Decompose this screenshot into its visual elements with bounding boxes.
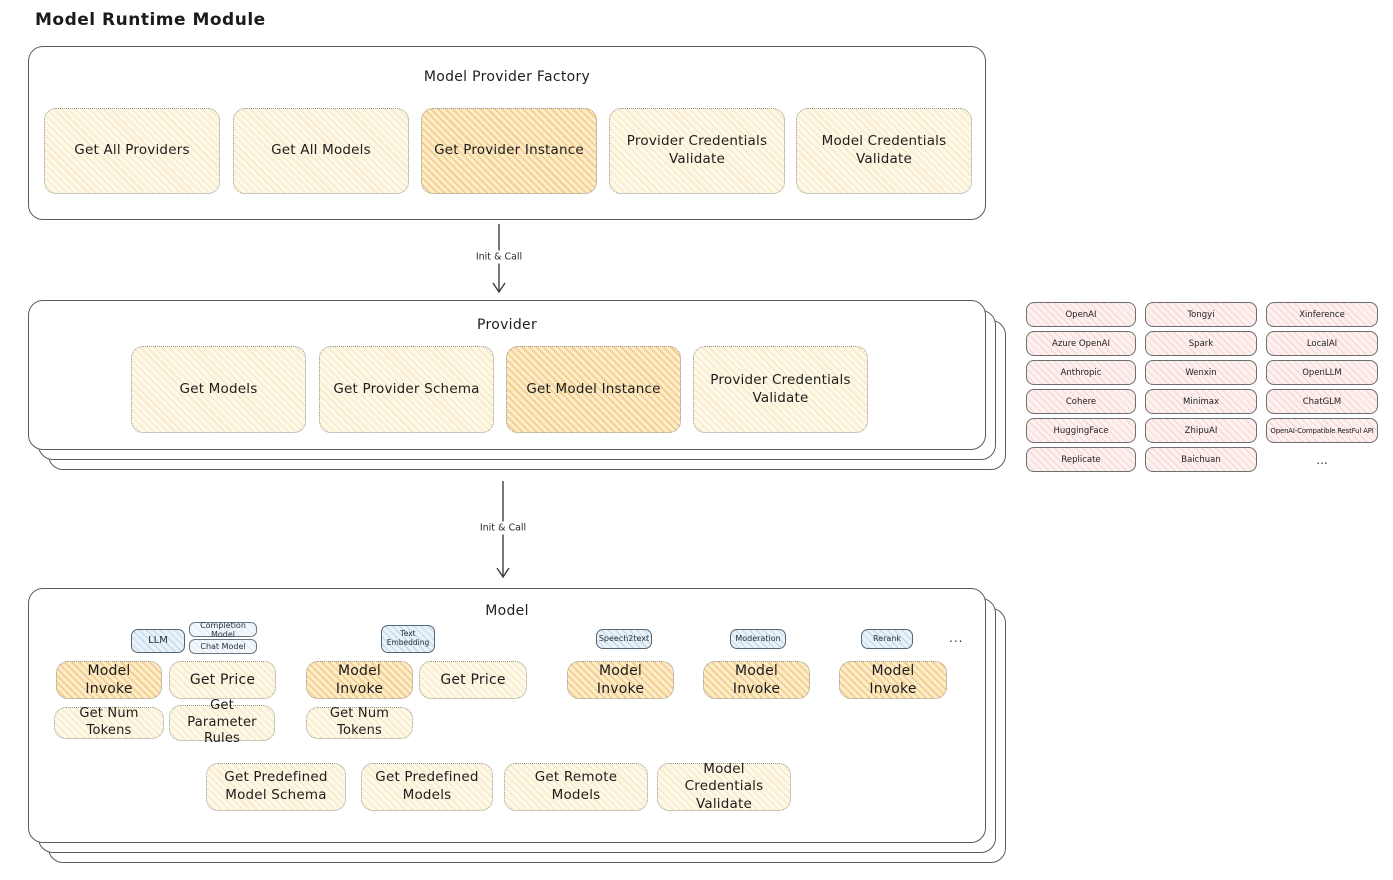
- tab-chat-model: Chat Model: [189, 639, 257, 654]
- page-title: Model Runtime Module: [35, 10, 266, 30]
- provider-credentials-validate-button: Provider Credentials Validate: [609, 108, 785, 194]
- model-credentials-validate-button-2: Model Credentials Validate: [657, 761, 791, 812]
- init-call-label-2: Init & Call: [475, 521, 531, 535]
- tab-llm: LLM: [131, 629, 185, 653]
- get-all-providers-button: Get All Providers: [44, 108, 220, 194]
- get-provider-schema-button: Get Provider Schema: [319, 346, 494, 433]
- tabs-ellipsis: ...: [949, 631, 964, 645]
- llm-get-num-tokens-button: Get Num Tokens: [54, 706, 164, 739]
- provider-chip-openai-compatible: OpenAI-Compatible RestFul API: [1266, 418, 1378, 443]
- provider-panel: Provider Get Models Get Provider Schema …: [28, 300, 986, 450]
- provider-chip-zhipuai: ZhipuAI: [1145, 418, 1257, 443]
- provider-chip-spark: Spark: [1145, 331, 1257, 356]
- provider-chip-wenxin: Wenxin: [1145, 360, 1257, 385]
- tab-rerank: Rerank: [861, 629, 913, 649]
- get-models-button: Get Models: [131, 346, 306, 433]
- get-remote-models-button: Get Remote Models: [504, 763, 648, 811]
- s2t-model-invoke-button: Model Invoke: [567, 661, 674, 699]
- provider-chip-cohere: Cohere: [1026, 389, 1136, 414]
- factory-title: Model Provider Factory: [423, 69, 591, 85]
- arrow-down-icon-2: Init & Call: [475, 481, 531, 581]
- rerank-model-invoke-button: Model Invoke: [839, 661, 947, 699]
- get-predefined-model-schema-button: Get Predefined Model Schema: [206, 763, 346, 811]
- model-panel: Model LLM Completion Model Chat Model Te…: [28, 588, 986, 843]
- provider-chip-huggingface: HuggingFace: [1026, 418, 1136, 443]
- init-call-label-1: Init & Call: [471, 250, 527, 264]
- provider-title: Provider: [476, 317, 538, 333]
- model-title: Model: [485, 603, 529, 619]
- provider-chip-minimax: Minimax: [1145, 389, 1257, 414]
- provider-chip-replicate: Replicate: [1026, 447, 1136, 472]
- provider-chip-openllm: OpenLLM: [1266, 360, 1378, 385]
- get-provider-instance-button: Get Provider Instance: [421, 108, 597, 194]
- factory-panel: Model Provider Factory Get All Providers…: [28, 46, 986, 220]
- te-get-num-tokens-button: Get Num Tokens: [306, 706, 413, 739]
- provider-chip-openai: OpenAI: [1026, 302, 1136, 327]
- get-predefined-models-button: Get Predefined Models: [361, 763, 493, 811]
- llm-get-parameter-rules-button: Get Parameter Rules: [169, 698, 275, 746]
- provider-chip-localai: LocalAI: [1266, 331, 1378, 356]
- provider-chip-azure-openai: Azure OpenAI: [1026, 331, 1136, 356]
- provider-chip-chatglm: ChatGLM: [1266, 389, 1378, 414]
- provider-list-ellipsis: ...: [1316, 452, 1328, 467]
- te-get-price-button: Get Price: [419, 661, 527, 699]
- llm-model-invoke-button: Model Invoke: [56, 661, 162, 699]
- provider-chip-tongyi: Tongyi: [1145, 302, 1257, 327]
- provider-chip-anthropic: Anthropic: [1026, 360, 1136, 385]
- provider-chip-baichuan: Baichuan: [1145, 447, 1257, 472]
- moderation-model-invoke-button: Model Invoke: [703, 661, 810, 699]
- te-model-invoke-button: Model Invoke: [306, 661, 413, 699]
- llm-get-price-button: Get Price: [169, 661, 276, 699]
- tab-moderation: Moderation: [730, 629, 786, 649]
- provider-chip-xinference: Xinference: [1266, 302, 1378, 327]
- tab-completion-model: Completion Model: [189, 621, 257, 639]
- get-model-instance-button: Get Model Instance: [506, 346, 681, 433]
- model-credentials-validate-button: Model Credentials Validate: [796, 108, 972, 194]
- get-all-models-button: Get All Models: [233, 108, 409, 194]
- provider-credentials-validate-button-2: Provider Credentials Validate: [693, 346, 868, 433]
- provider-list-grid: OpenAI Tongyi Xinference Azure OpenAI Sp…: [1026, 302, 1378, 472]
- arrow-down-icon: Init & Call: [471, 224, 527, 298]
- tab-text-embedding: Text Embedding: [381, 625, 435, 653]
- tab-speech2text: Speech2text: [596, 629, 652, 649]
